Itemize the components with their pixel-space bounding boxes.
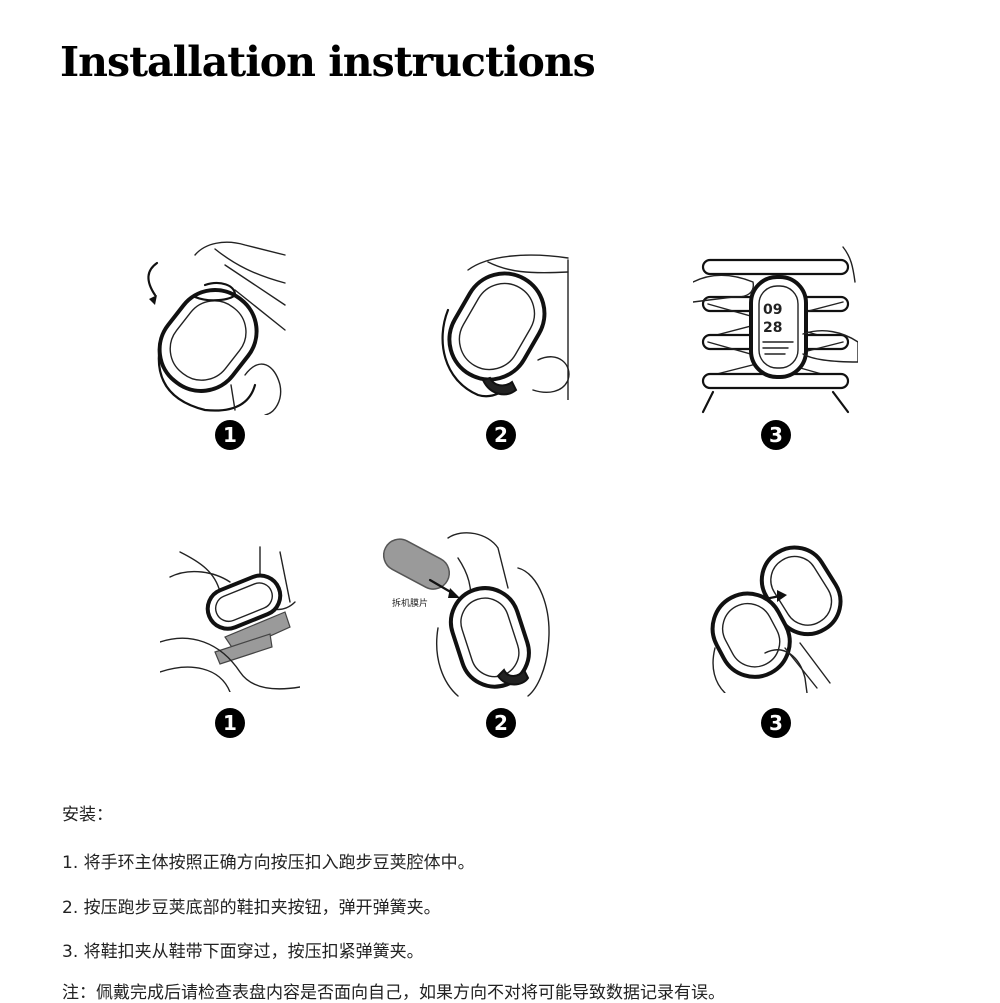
instruction-step-3: 3. 将鞋扣夹从鞋带下面穿过，按压扣紧弹簧夹。 <box>62 942 424 962</box>
instruction-note: 注：佩戴完成后请检查表盘内容是否面向自己，如果方向不对将可能导致数据记录有误。 <box>62 983 725 1003</box>
row1-step2-badge: 2 <box>486 420 516 450</box>
row1-step3-badge: 3 <box>761 420 791 450</box>
step1-press-band-illustration <box>147 241 286 415</box>
row2-step3-badge: 3 <box>761 708 791 738</box>
instructions-heading: 安装： <box>62 805 113 825</box>
instruction-step-2: 2. 按压跑步豆荚底部的鞋扣夹按钮，弹开弹簧夹。 <box>62 898 441 918</box>
row1-step1-badge: 1 <box>215 420 245 450</box>
row2-step1-badge: 1 <box>215 708 245 738</box>
removal-step1-illustration <box>160 546 300 692</box>
step3-shoelace-illustration: 09 28 <box>693 246 858 414</box>
svg-text:28: 28 <box>763 320 782 336</box>
row2-step2-badge: 2 <box>486 708 516 738</box>
step2-clip-illustration <box>441 254 570 400</box>
svg-text:09: 09 <box>763 302 782 318</box>
removal-step3-illustration <box>710 545 843 693</box>
instruction-step-1: 1. 将手环主体按照正确方向按压扣入跑步豆荚腔体中。 <box>62 853 475 873</box>
removal-tool-label: 拆机膜片 <box>392 597 428 609</box>
page-title: Installation instructions <box>60 38 596 86</box>
removal-step2-illustration: 拆机膜片 <box>382 532 550 697</box>
